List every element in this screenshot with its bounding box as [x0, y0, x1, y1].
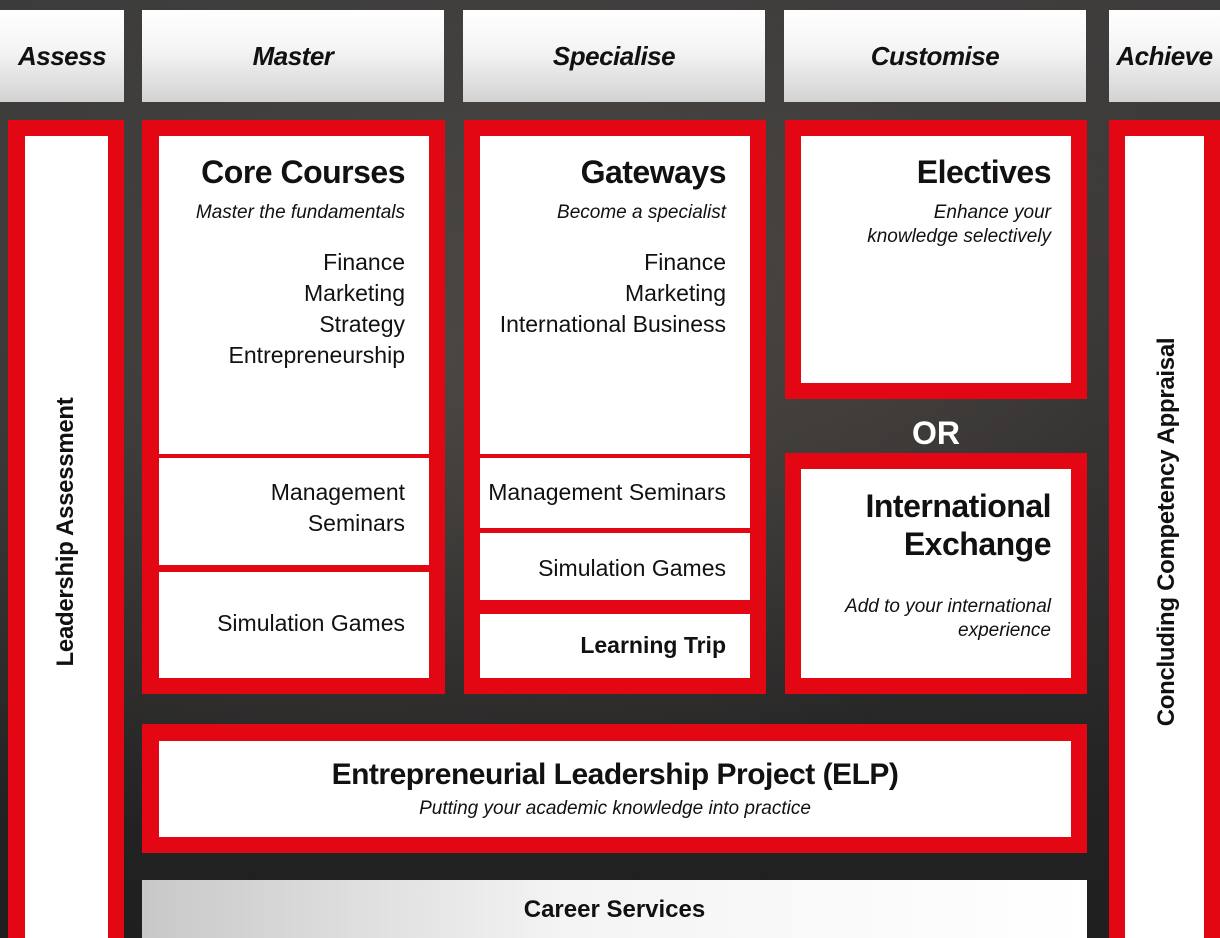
learning-trip-box: Learning Trip	[480, 614, 750, 678]
leadership-assessment-box	[25, 136, 108, 938]
gateways-simulation-box: Simulation Games	[480, 533, 750, 600]
electives-title: Electives	[916, 154, 1052, 190]
career-services-label: Career Services	[523, 896, 706, 923]
phase-label: Assess	[17, 40, 107, 71]
phase-label: Customise	[870, 40, 1000, 71]
core-seminars-box: Management Seminars	[159, 458, 429, 565]
concluding-appraisal-box	[1125, 136, 1204, 938]
list-item: International Business	[499, 311, 726, 337]
simulation-games-label: Simulation Games	[538, 555, 726, 581]
gateways-subtitle: Become a specialist	[557, 202, 726, 223]
list-item: Marketing	[304, 280, 405, 306]
electives-subtitle: Enhance your knowledge selectively	[867, 202, 1051, 247]
core-courses-box: Core Courses Master the fundamentals Fin…	[159, 136, 429, 454]
career-services-bar: Career Services	[142, 880, 1087, 938]
leadership-assessment-label: Leadership Assessment	[52, 397, 79, 667]
phase-label: Master	[252, 40, 334, 71]
phase-header-master: Master	[142, 10, 444, 102]
exchange-box: International Exchange Add to your inter…	[801, 469, 1071, 678]
phase-label: Specialise	[552, 40, 676, 71]
list-item: Strategy	[319, 311, 405, 337]
gateways-title: Gateways	[580, 154, 727, 190]
phase-header-assess: Assess	[0, 10, 124, 102]
electives-box: Electives Enhance your knowledge selecti…	[801, 136, 1071, 383]
gateways-seminars-box: Management Seminars	[480, 458, 750, 528]
core-courses-subtitle: Master the fundamentals	[195, 202, 405, 223]
core-simulation-box: Simulation Games	[159, 572, 429, 678]
phase-header-specialise: Specialise	[463, 10, 765, 102]
elp-subtitle: Putting your academic knowledge into pra…	[419, 798, 811, 819]
phase-label: Achieve	[1116, 40, 1213, 71]
elp-box: Entrepreneurial Leadership Project (ELP)…	[159, 741, 1071, 837]
simulation-games-label: Simulation Games	[217, 610, 405, 636]
phase-header-customise: Customise	[784, 10, 1086, 102]
gateways-box: Gateways Become a specialist Finance Mar…	[480, 136, 750, 454]
list-item: Entrepreneurship	[228, 342, 405, 368]
exchange-subtitle: Add to your international experience	[845, 596, 1051, 641]
management-seminars-label: Management Seminars	[270, 479, 405, 536]
exchange-title: International Exchange	[865, 488, 1051, 562]
list-item: Marketing	[625, 280, 726, 306]
management-seminars-label: Management Seminars	[488, 479, 726, 505]
learning-trip-label: Learning Trip	[580, 632, 726, 658]
list-item: Finance	[644, 249, 726, 275]
core-courses-title: Core Courses	[201, 154, 405, 190]
elp-title: Entrepreneurial Leadership Project (ELP)	[331, 758, 899, 791]
phase-header-achieve: Achieve	[1109, 10, 1220, 102]
list-item: Finance	[323, 249, 405, 275]
or-label: OR	[912, 415, 960, 451]
concluding-appraisal-label: Concluding Competency Appraisal	[1153, 337, 1180, 727]
